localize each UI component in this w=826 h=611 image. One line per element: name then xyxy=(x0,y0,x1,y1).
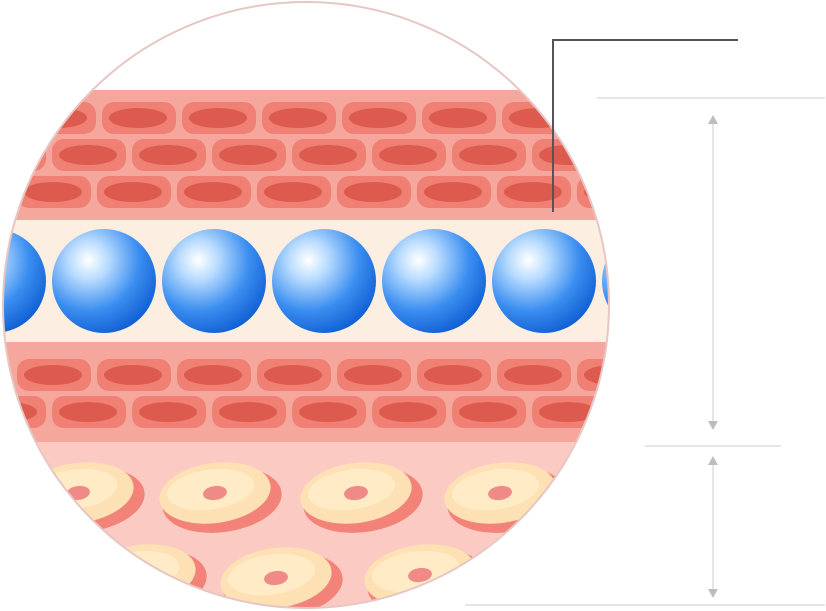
muscle-cell xyxy=(417,176,491,208)
muscle-cells-upper xyxy=(3,102,686,208)
muscle-cell xyxy=(212,139,286,171)
muscle-cell xyxy=(212,396,286,428)
tissue-cell xyxy=(159,462,282,533)
muscle-cell xyxy=(532,396,606,428)
muscle-cell xyxy=(582,102,609,134)
muscle-cell xyxy=(612,139,686,171)
muscle-cell xyxy=(52,139,126,171)
muscle-cells-lower xyxy=(3,359,686,428)
tissue-cell xyxy=(504,544,609,608)
muscle-cell xyxy=(97,176,171,208)
muscle-cell xyxy=(257,359,331,391)
leader-line xyxy=(552,39,738,212)
muscle-cell xyxy=(132,396,206,428)
blood-cell xyxy=(382,229,486,333)
bracket-arrow-lower xyxy=(708,456,718,598)
muscle-cell xyxy=(497,176,571,208)
muscle-cell xyxy=(577,359,609,391)
magnifier-circle-outline xyxy=(2,1,610,609)
muscle-cell xyxy=(502,102,576,134)
muscle-cell xyxy=(132,139,206,171)
muscle-cell xyxy=(97,359,171,391)
tissue-cell xyxy=(220,547,343,608)
muscle-cell xyxy=(182,102,256,134)
blood-cell xyxy=(492,229,596,333)
muscle-cell xyxy=(102,102,176,134)
muscle-cell xyxy=(417,359,491,391)
blood-cell xyxy=(3,229,46,333)
blood-cell xyxy=(162,229,266,333)
muscle-cell xyxy=(292,396,366,428)
tissue-cell xyxy=(300,462,423,533)
blood-cell xyxy=(272,229,376,333)
muscle-cell xyxy=(17,176,91,208)
muscle-cell xyxy=(372,139,446,171)
muscle-cell xyxy=(452,396,526,428)
muscle-cell xyxy=(177,176,251,208)
muscle-cell xyxy=(262,102,336,134)
blood-cell xyxy=(712,229,816,333)
muscle-cell xyxy=(497,359,571,391)
blood-cell xyxy=(602,229,609,333)
muscle-cell xyxy=(337,176,411,208)
muscle-cell xyxy=(52,396,126,428)
muscle-cell xyxy=(422,102,496,134)
muscle-cell xyxy=(3,102,16,134)
muscle-cell xyxy=(342,102,416,134)
muscle-cell xyxy=(17,359,91,391)
muscle-cell xyxy=(3,176,11,208)
muscle-cell xyxy=(257,176,331,208)
muscle-cell xyxy=(3,139,46,171)
muscle-cell xyxy=(337,359,411,391)
blood-cell xyxy=(52,229,156,333)
blood-cells xyxy=(3,229,816,333)
muscle-cell xyxy=(612,396,686,428)
muscle-cell xyxy=(292,139,366,171)
muscle-cell xyxy=(452,139,526,171)
tissue-cell xyxy=(444,462,567,533)
bracket-arrow-upper xyxy=(708,115,718,430)
outside-area xyxy=(3,2,609,92)
muscle-cell xyxy=(372,396,446,428)
muscle-cell xyxy=(177,359,251,391)
